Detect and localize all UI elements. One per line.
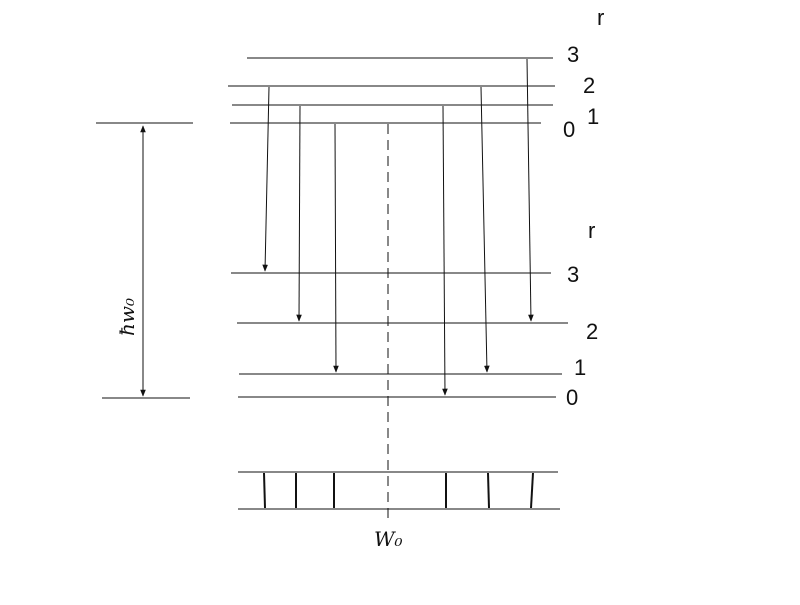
lower-level-1-label: 1 [574,355,586,380]
transition-arrow-0-to-1 [333,123,339,373]
lower-r-label: r [588,218,595,243]
lower-level-3-label: 3 [567,262,579,287]
lower-state-levels [231,272,568,398]
center-frequency-label: W₀ [374,527,403,551]
spectrum-line-a [263,472,266,509]
transition-arrow-1-to-2 [296,105,302,322]
transition-arrow-2-to-3 [262,86,270,272]
transition-arrows [262,58,534,396]
energy-gap-marker [96,122,193,399]
lower-level-2-label: 2 [586,319,598,344]
upper-level-0-label: 0 [563,117,575,142]
energy-gap-label: ħw₀ [115,298,139,336]
spectrum-line-f [530,472,534,509]
upper-r-label: r [597,5,604,30]
upper-level-3-label: 3 [567,42,579,67]
transition-arrow-1-to-0 [442,105,448,396]
spectrum-line-e [487,472,490,509]
spectrum-strip [238,471,560,510]
upper-level-2-label: 2 [583,73,595,98]
transition-arrow-3-to-2 [526,58,534,322]
upper-level-1-label: 1 [587,104,599,129]
transition-arrow-2-to-1 [480,86,490,373]
lower-level-0-label: 0 [566,385,578,410]
upper-state-levels [228,57,555,124]
